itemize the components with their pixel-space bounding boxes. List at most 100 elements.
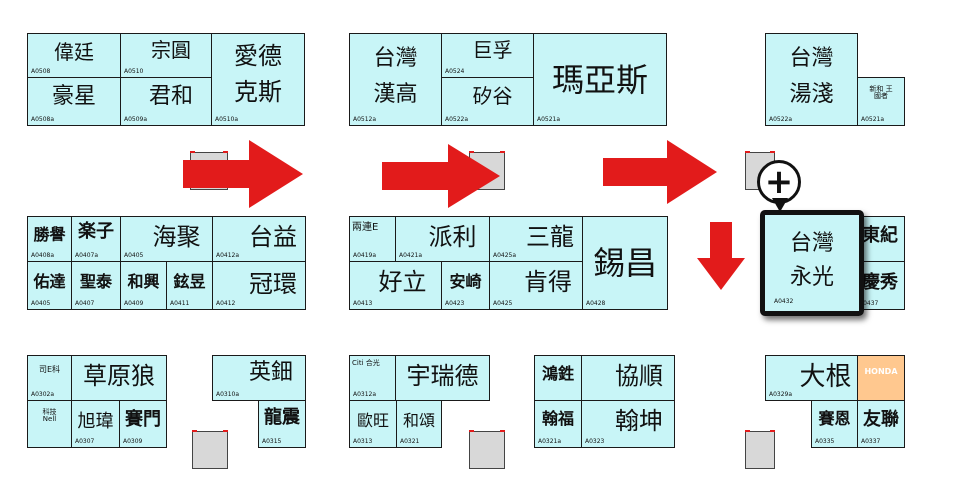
booth-longzhen[interactable]: 龍震 A0315 xyxy=(258,400,306,448)
booth-code: A0432 xyxy=(774,298,794,305)
booth-xuwei[interactable]: 旭瑋 A0307 xyxy=(71,400,120,448)
booth-code: A0423 xyxy=(445,300,465,307)
booth-sanlong[interactable]: 三龍 A0425a xyxy=(489,216,583,262)
booth-hede[interactable]: 和頌 A0321 xyxy=(396,400,442,448)
booth-saisi[interactable]: 賽恩 A0335 xyxy=(811,400,858,448)
booth-haiju[interactable]: 海聚 A0405 xyxy=(120,216,213,262)
booth-zongyuan[interactable]: 宗圓 A0510 xyxy=(120,33,212,78)
booth-name: 鴻鉎 xyxy=(541,364,574,383)
booth-code: A0405 xyxy=(31,300,51,307)
booth-xieshun[interactable]: 協順 xyxy=(581,355,675,401)
booth-haoli[interactable]: 好立 A0413 xyxy=(349,261,442,310)
booth-xinwang[interactable]: 歐旺 A0313 xyxy=(349,400,397,448)
booth-name: 和興 xyxy=(127,272,160,291)
booth-name: 矽谷 xyxy=(472,84,513,108)
booth-haoxing[interactable]: 豪星 A0508a xyxy=(27,77,121,126)
booth-code: A0521a xyxy=(537,116,561,123)
booth-code: A0310a xyxy=(216,391,240,398)
booth-hongsheng[interactable]: 鴻鉎 xyxy=(534,355,582,401)
booth-shagu[interactable]: 矽谷 A0522a xyxy=(441,77,534,126)
booth-saimen[interactable]: 賽門 A0309 xyxy=(119,400,167,448)
booth-name: 翰坤 xyxy=(615,407,663,435)
booth-taiwan-hangao[interactable]: 台灣 漢高 A0512a xyxy=(349,33,442,126)
booth-name: 君和 xyxy=(148,84,193,109)
booth-name: 肯得 xyxy=(524,268,572,296)
booth-name: 兩連E xyxy=(352,222,379,233)
empty-slot xyxy=(192,430,228,469)
booth-small2-bl[interactable]: 科技 Nell xyxy=(27,400,72,448)
booth-code: A0313 xyxy=(353,438,373,445)
booth-youda[interactable]: 佑達 A0405 xyxy=(27,261,72,310)
booth-weiting[interactable]: 偉廷 A0508 xyxy=(27,33,121,78)
booth-name: 台灣 xyxy=(373,46,418,71)
booth-aide-kesi[interactable]: 愛德 克斯 A0510a xyxy=(211,33,305,126)
booth-hexing[interactable]: 和興 A0409 xyxy=(120,261,167,310)
booth-code: A0407 xyxy=(75,300,95,307)
booth-code: A0512a xyxy=(353,116,377,123)
booth-yuruide[interactable]: 宇瑞德 xyxy=(395,355,490,401)
booth-hankun[interactable]: 翰坤 A0323 xyxy=(581,400,675,448)
booth-name: 勝譽 xyxy=(33,225,66,244)
booth-hanfu[interactable]: 翰福 A0321a xyxy=(534,400,582,448)
booth-small-top-right[interactable]: 新和 王國者 A0521a xyxy=(857,77,905,126)
booth-name: 錫昌 xyxy=(592,244,657,282)
booth-dagen[interactable]: 大根 A0329a xyxy=(765,355,858,401)
booth-name: 翰福 xyxy=(541,409,574,428)
booth-name: 瑪亞斯 xyxy=(551,61,648,99)
booth-code: A0411 xyxy=(170,300,190,307)
booth-name: 好立 xyxy=(378,268,427,296)
booth-name: 台灣 xyxy=(789,231,834,256)
booth-code: A0321 xyxy=(400,438,420,445)
booth-name: 司E科 xyxy=(38,365,61,374)
booth-junhe[interactable]: 君和 A0509a xyxy=(120,77,212,126)
booth-code: A0522a xyxy=(769,116,793,123)
booth-name: 草原狼 xyxy=(83,362,155,390)
booth-code: A0510 xyxy=(124,68,144,75)
booth-taiwan-yongguang[interactable]: 台灣 永光 A0432 xyxy=(763,212,861,314)
booth-taiyi[interactable]: 台益 A0412a xyxy=(212,216,306,262)
booth-laizi[interactable]: 楽子 A0407a xyxy=(71,216,121,262)
booth-juhu[interactable]: 巨孚 A0524 xyxy=(441,33,534,78)
booth-shengying[interactable]: 勝譽 A0408a xyxy=(27,216,72,262)
booth-name: 英鈿 xyxy=(248,360,293,385)
booth-code: A0321a xyxy=(538,438,562,445)
booth-name: 科技 Nell xyxy=(42,408,57,423)
booth-code: A0419a xyxy=(353,252,377,259)
booth-code: A0425 xyxy=(493,300,513,307)
booth-code: A0437 xyxy=(859,300,879,307)
booth-name: 巨孚 xyxy=(472,38,513,62)
booth-honda[interactable]: HONDA xyxy=(857,355,905,401)
empty-slot xyxy=(469,430,505,469)
booth-small-bl[interactable]: 司E科 A0302a xyxy=(27,355,72,401)
booth-code: A0522a xyxy=(445,116,469,123)
booth-xichang[interactable]: 錫昌 A0428 xyxy=(582,216,668,310)
booth-kende[interactable]: 肯得 A0425 xyxy=(489,261,583,310)
booth-code: A0421a xyxy=(399,252,423,259)
arrow-right-icon xyxy=(382,144,500,208)
booth-liandian[interactable]: 兩連E A0419a xyxy=(349,216,396,262)
booth-youlian[interactable]: 友聯 A0337 xyxy=(857,400,905,448)
booth-caoyuanlang[interactable]: 草原狼 xyxy=(71,355,167,401)
booth-xuanyu[interactable]: 鉉昱 A0411 xyxy=(166,261,213,310)
booth-code: A0337 xyxy=(861,438,881,445)
booth-name: 旭瑋 xyxy=(77,411,114,432)
booth-jingtai[interactable]: 聖泰 A0407 xyxy=(71,261,121,310)
booth-taiwan-tangjian[interactable]: 台灣 湯淺 A0522a xyxy=(765,33,858,126)
booth-code: A0524 xyxy=(445,68,465,75)
booth-code: A0405 xyxy=(124,252,144,259)
booth-name: 克斯 xyxy=(234,78,282,106)
booth-name: 台灣 xyxy=(789,46,834,71)
booth-code: A0412a xyxy=(216,252,240,259)
arrow-down-icon xyxy=(697,222,745,290)
booth-name: 安崎 xyxy=(449,272,482,291)
booth-guanhuan[interactable]: 冠環 A0412 xyxy=(212,261,306,310)
booth-code: A0428 xyxy=(586,300,606,307)
booth-name: 慶秀 xyxy=(862,272,898,293)
booth-yingtian[interactable]: 英鈿 A0310a xyxy=(212,355,306,401)
booth-mayasi[interactable]: 瑪亞斯 A0521a xyxy=(533,33,667,126)
booth-name: 歐旺 xyxy=(356,411,389,430)
booth-anqi[interactable]: 安崎 A0423 xyxy=(441,261,490,310)
booth-small-bc[interactable]: Citi 合光 A0312a xyxy=(349,355,396,401)
booth-paili[interactable]: 派利 A0421a xyxy=(395,216,490,262)
booth-code: A0509a xyxy=(124,116,148,123)
